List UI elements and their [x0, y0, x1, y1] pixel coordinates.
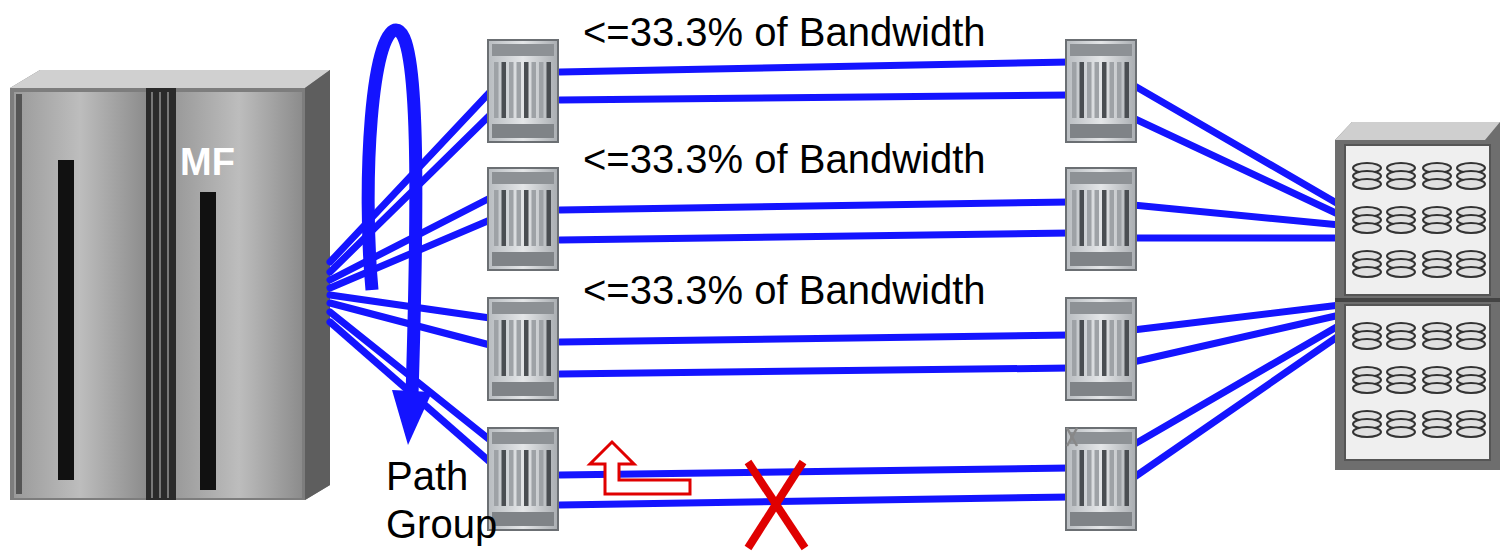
switch-chassis	[488, 168, 558, 270]
fiber-links	[330, 62, 1340, 505]
storage-array	[1335, 122, 1500, 470]
switch-chassis	[488, 428, 558, 530]
switch-chassis	[1066, 40, 1136, 142]
switch-chassis	[1066, 298, 1136, 400]
path-group-label: Path Group	[386, 452, 506, 548]
switch-chassis	[1066, 428, 1136, 530]
switch-chassis	[488, 298, 558, 400]
mainframe	[10, 70, 330, 500]
mainframe-label-box: MF	[180, 142, 235, 182]
bandwidth-note: <=33.3% of Bandwidth	[583, 135, 986, 183]
switches	[488, 40, 1136, 530]
bandwidth-note: <=33.3% of Bandwidth	[583, 266, 986, 314]
device-name: MF	[180, 142, 235, 182]
failure-marks	[590, 428, 1077, 548]
switch-chassis	[488, 40, 558, 142]
path-group-loop	[368, 30, 432, 445]
bandwidth-note: <=33.3% of Bandwidth	[583, 8, 986, 56]
switch-chassis	[1066, 168, 1136, 270]
